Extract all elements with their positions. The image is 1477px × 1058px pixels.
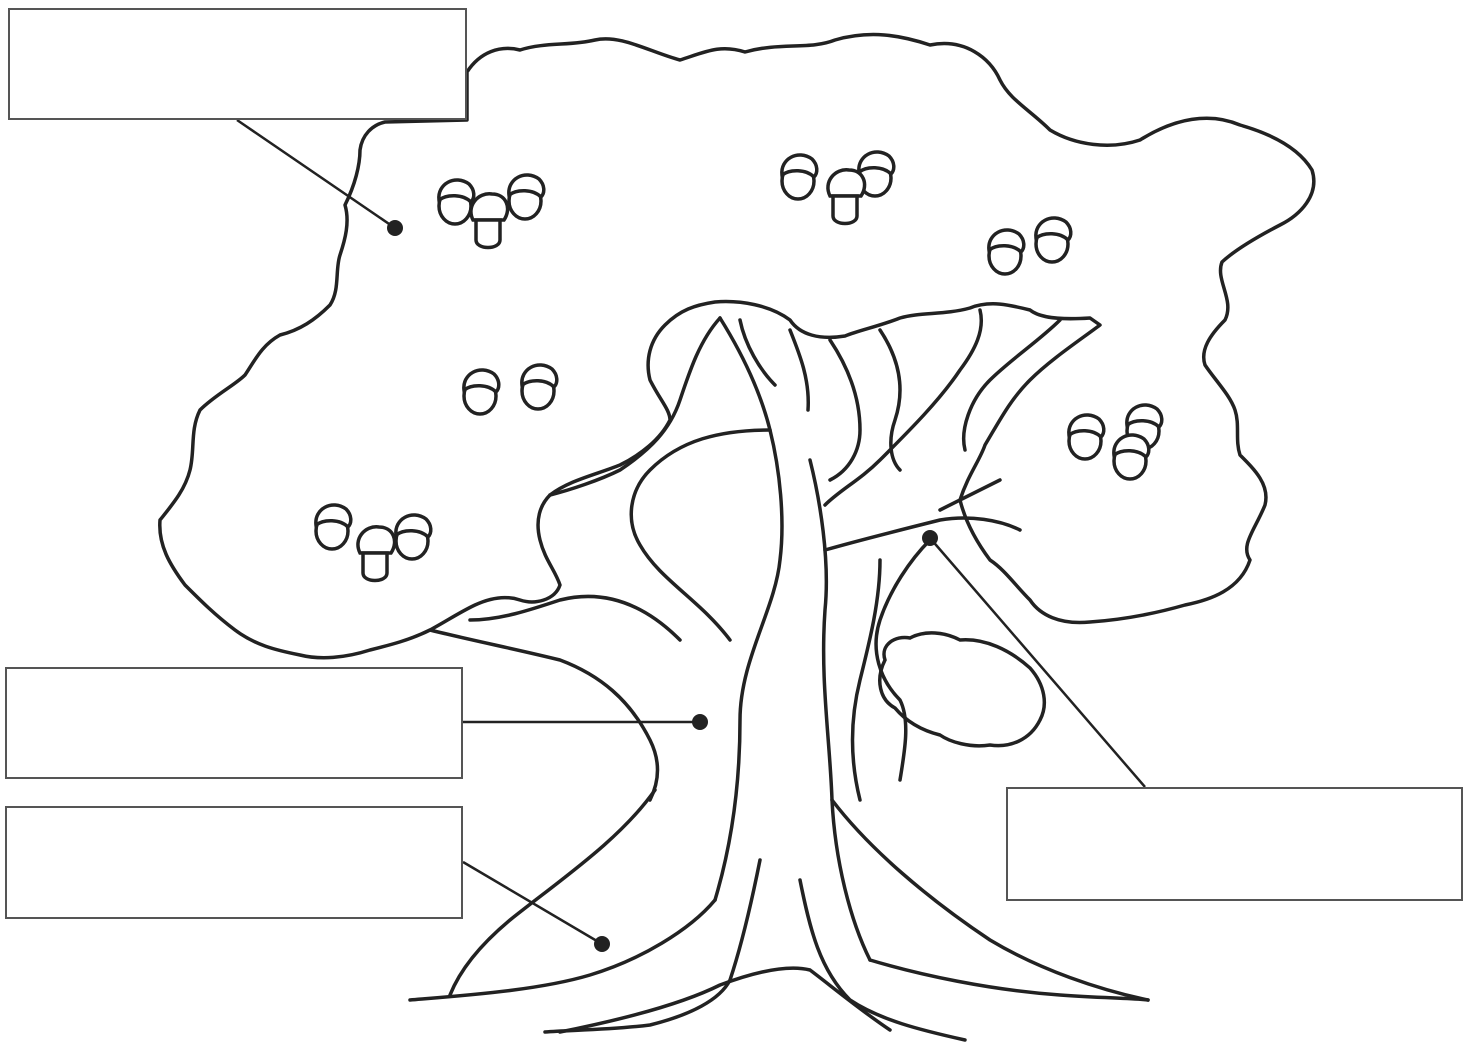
acorn-cluster [439, 175, 544, 248]
label-box-roots[interactable] [5, 806, 463, 919]
leader-roots [463, 862, 610, 952]
label-box-leaves[interactable] [8, 8, 467, 120]
acorn-cluster [316, 505, 431, 581]
acorn-cluster [1069, 405, 1162, 479]
acorn-cluster [464, 365, 557, 414]
leader-trunk [463, 714, 708, 730]
acorn-cluster [989, 218, 1071, 274]
label-box-trunk[interactable] [5, 667, 463, 779]
label-box-branch[interactable] [1006, 787, 1463, 901]
leader-leaves [237, 120, 403, 236]
acorn-cluster [782, 152, 894, 224]
